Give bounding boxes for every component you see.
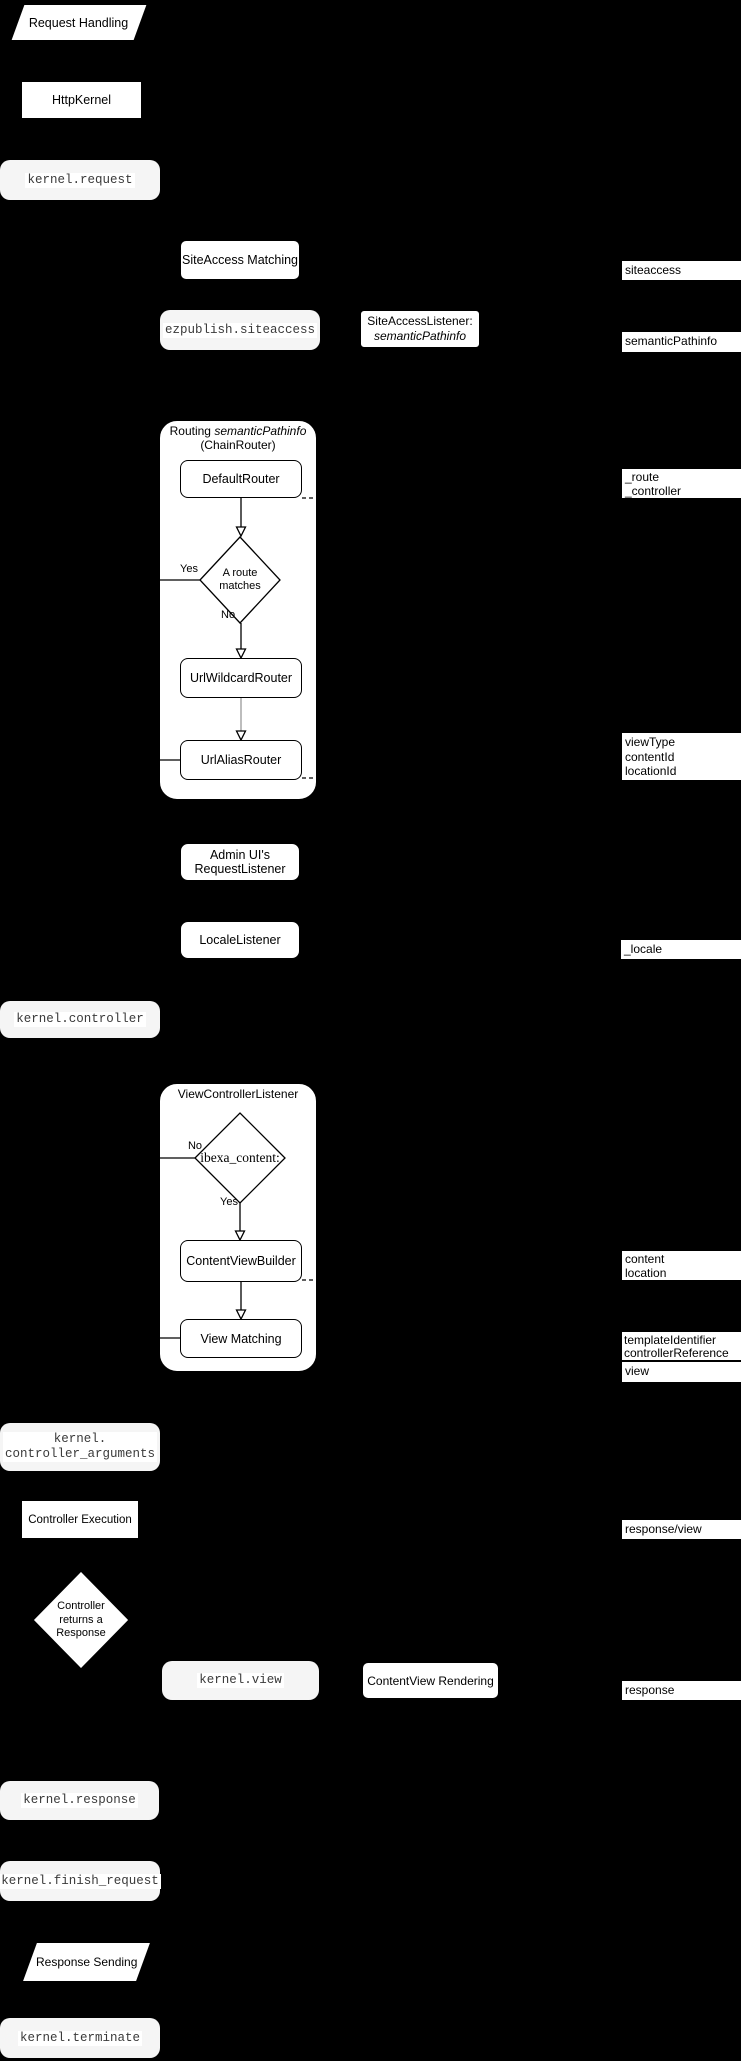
admin-ui-request-listener-node: Admin UI's RequestListener bbox=[180, 843, 300, 881]
controller-execution-label: Controller Execution bbox=[28, 1513, 132, 1526]
ibexa-content-label: ibexa_content: bbox=[200, 1150, 280, 1165]
output-siteaccess: siteaccess bbox=[622, 261, 741, 280]
kernel-terminate-event: kernel.terminate bbox=[0, 2018, 160, 2058]
kernel-request-label: kernel.request bbox=[25, 172, 135, 188]
output-response: response bbox=[622, 1681, 741, 1700]
output-response-view: response/view bbox=[622, 1520, 741, 1539]
route-matches-label: A route matches bbox=[219, 567, 261, 592]
locale-listener-node: LocaleListener bbox=[180, 921, 300, 959]
siteaccess-listener-node: SiteAccessListener: semanticPathinfo bbox=[360, 310, 480, 348]
siteaccess-matching-label: SiteAccess Matching bbox=[181, 253, 299, 267]
routing-container-title: Routing semanticPathinfo (ChainRouter) bbox=[159, 424, 317, 452]
siteaccess-matching-node: SiteAccess Matching bbox=[180, 240, 300, 280]
siteaccess-listener-line2: semanticPathinfo bbox=[373, 329, 467, 343]
siteaccess-listener-line1: SiteAccessListener: bbox=[367, 314, 473, 328]
routing-title-line2: (ChainRouter) bbox=[200, 438, 276, 452]
default-router-node: DefaultRouter bbox=[180, 460, 302, 498]
request-handling-label: Request Handling bbox=[29, 15, 129, 30]
kernel-finish-request-label: kernel.finish_request bbox=[0, 1873, 161, 1889]
kernel-terminate-label: kernel.terminate bbox=[17, 2030, 143, 2046]
locale-listener-label: LocaleListener bbox=[199, 933, 281, 947]
contentview-rendering-label: ContentView Rendering bbox=[367, 1673, 494, 1688]
request-handling-start: Request Handling bbox=[11, 5, 147, 40]
output-route-controller: _route _controller bbox=[622, 469, 741, 498]
vcl-container-title: ViewControllerListener bbox=[177, 1087, 299, 1101]
kernel-controller-arguments-label: kernel. controller_arguments bbox=[2, 1432, 158, 1462]
kernel-response-label: kernel.response bbox=[21, 1793, 138, 1808]
kernel-view-label: kernel.view bbox=[197, 1673, 284, 1688]
http-kernel-node: HttpKernel bbox=[21, 81, 142, 119]
kernel-controller-arguments-event: kernel. controller_arguments bbox=[0, 1423, 160, 1471]
output-template-controller: templateIdentifier controllerReference bbox=[622, 1332, 741, 1360]
http-kernel-label: HttpKernel bbox=[51, 93, 112, 107]
url-wildcard-router-label: UrlWildcardRouter bbox=[189, 671, 293, 685]
url-wildcard-router-node: UrlWildcardRouter bbox=[180, 658, 302, 698]
ezpublish-siteaccess-event: ezpublish.siteaccess bbox=[160, 310, 320, 350]
output-view: view bbox=[622, 1362, 741, 1382]
controller-returns-label: Controller returns a Response bbox=[56, 1600, 106, 1639]
controller-execution-node: Controller Execution bbox=[21, 1500, 139, 1539]
url-alias-router-node: UrlAliasRouter bbox=[180, 740, 302, 780]
vcl-no-label: No bbox=[187, 1140, 202, 1152]
routing-no-label: No bbox=[221, 609, 236, 621]
response-sending-label: Response Sending bbox=[35, 1955, 138, 1969]
ezpublish-siteaccess-label: ezpublish.siteaccess bbox=[162, 322, 318, 338]
routing-title-italic: semanticPathinfo bbox=[214, 424, 307, 438]
output-semantic-pathinfo: semanticPathinfo bbox=[622, 332, 741, 352]
routing-title-normal: Routing bbox=[169, 424, 215, 438]
view-matching-node: View Matching bbox=[180, 1319, 302, 1358]
output-view-params: viewType contentId locationId bbox=[622, 733, 741, 780]
response-sending-end: Response Sending bbox=[23, 1943, 150, 1981]
output-content-location: content location bbox=[622, 1251, 741, 1280]
vcl-yes-label: Yes bbox=[220, 1196, 238, 1208]
kernel-response-event: kernel.response bbox=[0, 1781, 159, 1820]
routing-yes-label: Yes bbox=[180, 563, 198, 575]
siteaccess-listener-label: SiteAccessListener: semanticPathinfo bbox=[367, 314, 472, 344]
kernel-controller-label: kernel.controller bbox=[14, 1012, 146, 1027]
kernel-controller-event: kernel.controller bbox=[0, 1001, 160, 1038]
default-router-label: DefaultRouter bbox=[202, 472, 280, 486]
content-view-builder-label: ContentViewBuilder bbox=[186, 1254, 296, 1268]
kernel-finish-request-event: kernel.finish_request bbox=[0, 1861, 161, 1901]
kernel-request-event: kernel.request bbox=[0, 160, 160, 200]
contentview-rendering-node: ContentView Rendering bbox=[362, 1662, 499, 1699]
content-view-builder-node: ContentViewBuilder bbox=[180, 1240, 302, 1282]
view-matching-label: View Matching bbox=[200, 1331, 282, 1346]
url-alias-router-label: UrlAliasRouter bbox=[200, 753, 282, 767]
output-locale: _locale bbox=[621, 940, 741, 959]
kernel-view-event: kernel.view bbox=[162, 1661, 319, 1700]
